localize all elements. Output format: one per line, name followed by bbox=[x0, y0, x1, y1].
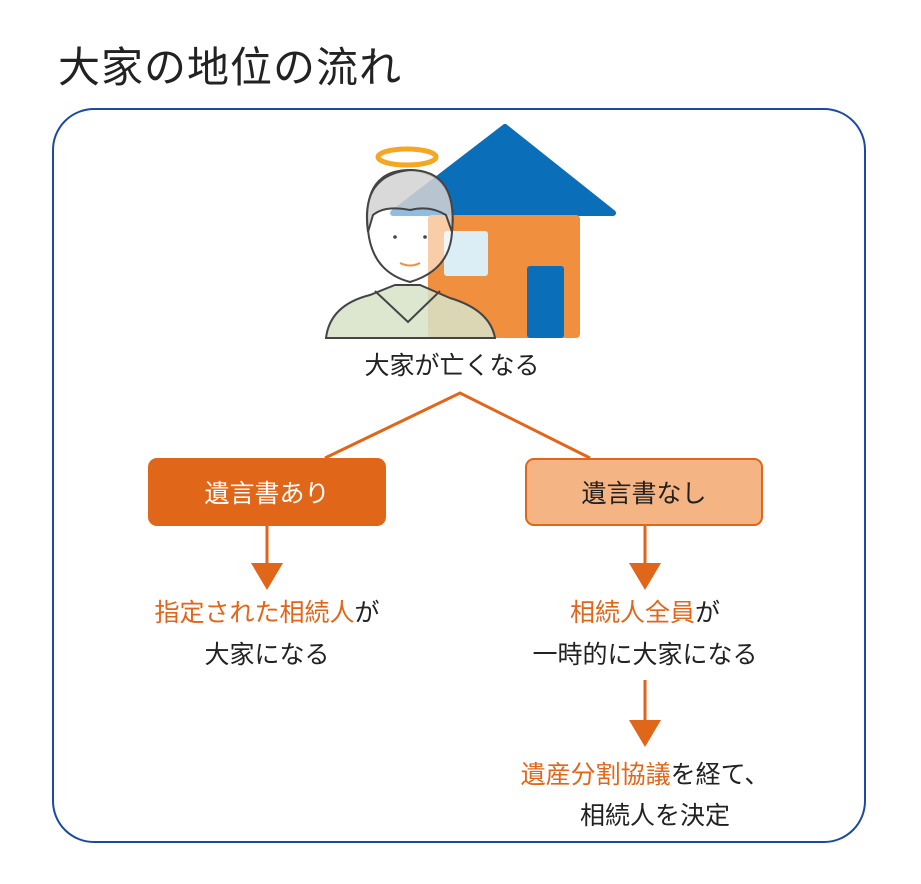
highlight-text: 遺産分割協議 bbox=[520, 760, 671, 789]
highlight-text: 指定された相続人 bbox=[154, 598, 355, 627]
branch-connector bbox=[324, 391, 591, 460]
without-will-result-line2: 一時的に大家になる bbox=[532, 640, 758, 669]
with-will-result: 指定された相続人が bbox=[154, 600, 379, 625]
event-label: 大家が亡くなる bbox=[364, 351, 540, 380]
text: を経て、 bbox=[670, 760, 770, 789]
without-will-box: 遺言書なし bbox=[525, 458, 763, 526]
without-will-next: 遺産分割協議を経て、 bbox=[521, 762, 770, 787]
deceased-person-icon bbox=[324, 146, 497, 339]
arrow-icon bbox=[629, 680, 661, 747]
text: が bbox=[695, 598, 721, 627]
with-will-box: 遺言書あり bbox=[148, 458, 386, 526]
arrow-icon bbox=[251, 526, 283, 590]
with-will-result-line2: 大家になる bbox=[204, 640, 330, 669]
arrow-icon bbox=[629, 526, 661, 590]
highlight-text: 相続人全員 bbox=[569, 598, 695, 627]
text: が bbox=[354, 598, 380, 627]
page-title: 大家の地位の流れ bbox=[58, 43, 403, 92]
without-will-result: 相続人全員が bbox=[570, 600, 720, 625]
diagram-frame bbox=[52, 108, 866, 843]
without-will-next-line2: 相続人を決定 bbox=[579, 801, 731, 830]
